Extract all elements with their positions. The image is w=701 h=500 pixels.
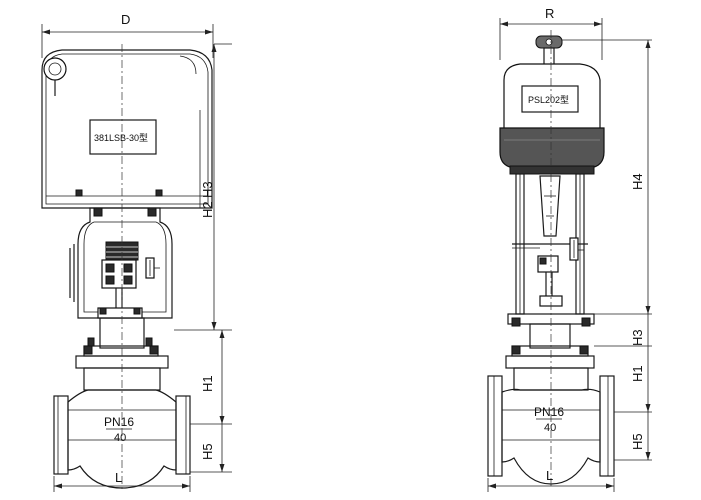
left-label-h1: H1 [200,375,215,392]
left-body-pressure: PN16 [104,415,134,429]
left-label-h5: H5 [200,443,215,460]
right-valve-assembly: R PSL202型 [487,6,652,492]
right-handwheel [535,35,563,67]
left-model-plate [89,119,157,155]
left-label-h2: H2 [200,201,215,218]
left-valve-assembly: D 381LSB-30型 [41,12,232,492]
left-bonnet [83,317,159,357]
left-yoke [69,207,173,319]
right-bonnet [511,323,589,357]
right-label-r: R [545,6,554,21]
right-model-plate [521,85,579,113]
right-dimension-r: R [499,6,603,60]
right-model-label: PSL202型 [528,95,569,105]
left-dimension-d: D [41,12,214,58]
left-label-h3: H3 [200,181,215,198]
left-label-l: L [115,470,122,485]
left-label-d: D [121,12,130,27]
right-label-h5: H5 [630,433,645,450]
left-actuator-housing: 381LSB-30型 [41,49,213,209]
right-label-h3: H3 [630,329,645,346]
left-valve-body: PN16 40 [53,355,191,489]
left-model-label: 381LSB-30型 [94,133,148,143]
left-body-size: 40 [114,432,126,444]
right-label-l: L [546,468,553,483]
left-vertical-dimensions: H3 H2 H1 H5 [150,43,232,473]
left-lifting-ring-icon [43,57,67,81]
right-actuator-housing: PSL202型 [499,63,605,175]
right-label-h4: H4 [630,173,645,190]
right-body-size: 40 [544,422,556,434]
right-body-pressure: PN16 [534,405,564,419]
right-yoke [507,173,595,327]
left-dimension-l: L [53,470,191,492]
right-label-h1: H1 [630,365,645,382]
right-dimension-l: L [487,468,615,492]
right-vertical-dimensions: H4 H3 H1 H5 [562,39,652,461]
